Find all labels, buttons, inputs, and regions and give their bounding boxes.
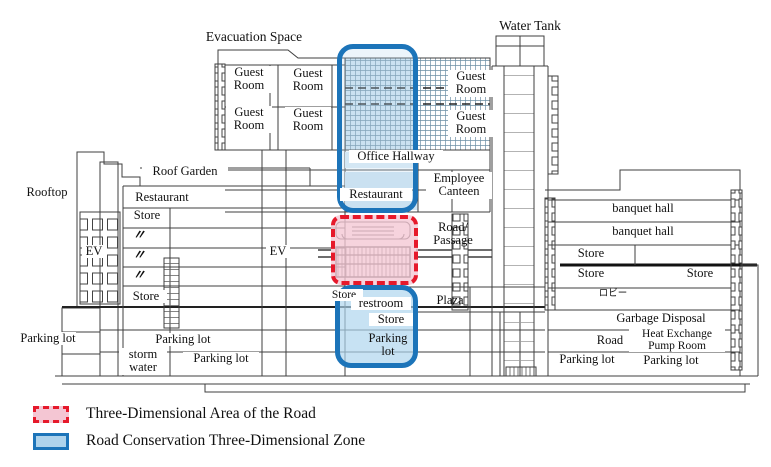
legend-item-road-area: Three-Dimensional Area of the Road bbox=[33, 405, 316, 423]
label-parking-lot: Parking lot bbox=[146, 332, 220, 347]
label-heat-exchange-pump-room: Heat Exchange Pump Room bbox=[629, 328, 725, 353]
label-parking-lot: Parking lot bbox=[368, 331, 408, 359]
label-ditto: 〃 bbox=[132, 227, 146, 242]
conservation-zone-upper bbox=[337, 44, 418, 213]
label-guest-room: Guest Room bbox=[448, 69, 494, 97]
legend-swatch-blue-solid bbox=[33, 432, 69, 450]
label-guest-room: Guest Room bbox=[448, 109, 494, 137]
label-ev: EV bbox=[82, 244, 106, 259]
label-ditto: 〃 bbox=[132, 267, 146, 282]
label-store: Store bbox=[125, 289, 167, 304]
label-restroom: restroom bbox=[351, 296, 411, 311]
label-garbage-disposal: Garbage Disposal bbox=[605, 311, 717, 326]
label-store: Store bbox=[126, 208, 168, 223]
label-parking-lot: Parking lot bbox=[20, 331, 76, 346]
label-store: Store bbox=[369, 312, 413, 327]
label-plaza: Plaza bbox=[436, 293, 464, 307]
label-parking-lot: Parking lot bbox=[183, 351, 259, 366]
legend-swatch-red-dashed bbox=[33, 405, 69, 423]
label-parking-lot: Parking lot bbox=[550, 352, 624, 367]
legend-label-conservation-zone: Road Conservation Three-Dimensional Zone bbox=[86, 432, 366, 449]
label-storm-water: storm water bbox=[119, 347, 167, 375]
label-banquet-hall: banquet hall bbox=[601, 224, 685, 239]
label-guest-room: Guest Room bbox=[226, 65, 272, 93]
label-restaurant: Restaurant bbox=[340, 187, 412, 202]
label-store: Store bbox=[679, 266, 721, 281]
label-evacuation-space: Evacuation Space bbox=[205, 29, 303, 44]
label-banquet-hall: banquet hall bbox=[601, 201, 685, 216]
label-guest-room: Guest Room bbox=[226, 105, 272, 133]
legend-item-conservation-zone: Road Conservation Three-Dimensional Zone bbox=[33, 432, 365, 450]
label-water-tank: Water Tank bbox=[499, 18, 561, 33]
label-lobby: ロビー bbox=[595, 289, 631, 300]
label-office-hallway: Office Hallway bbox=[349, 149, 443, 164]
label-store: Store bbox=[570, 246, 612, 261]
label-restaurant: Restaurant bbox=[125, 190, 199, 205]
label-ev: EV bbox=[266, 244, 290, 259]
label-road: Road bbox=[591, 333, 629, 348]
label-employee-canteen: Employee Canteen bbox=[426, 171, 492, 199]
label-parking-lot: Parking lot bbox=[633, 353, 709, 368]
label-ditto: 〃 bbox=[132, 247, 146, 262]
label-guest-room: Guest Room bbox=[285, 66, 331, 94]
label-road-passage: Road/ Passage bbox=[433, 220, 473, 248]
label-rooftop: Rooftop bbox=[18, 185, 76, 200]
road-area-zone bbox=[331, 215, 418, 285]
label-guest-room: Guest Room bbox=[285, 106, 331, 134]
legend-label-road-area: Three-Dimensional Area of the Road bbox=[86, 405, 316, 422]
label-roof-garden: Roof Garden bbox=[142, 164, 228, 179]
label-store: Store bbox=[570, 266, 612, 281]
